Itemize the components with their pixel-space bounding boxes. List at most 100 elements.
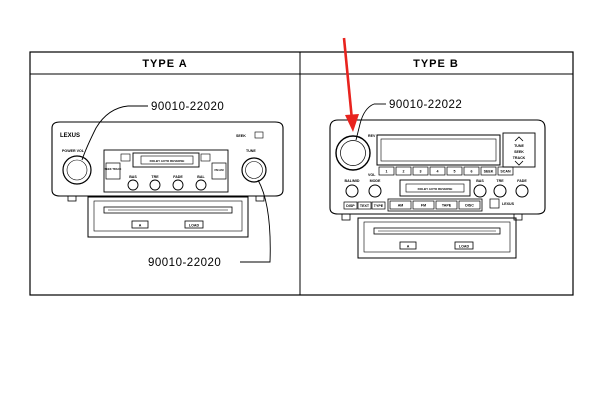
unit-a-bass-knob	[127, 179, 139, 191]
outer-frame	[29, 51, 574, 296]
unit-b-bass-knob	[473, 184, 487, 198]
unit-b-balance-knob	[345, 184, 359, 198]
unit-a-tape-window	[140, 155, 194, 165]
unit-b-tune-label-1: SEEK	[514, 150, 524, 154]
unit-b-preset-7	[497, 166, 514, 176]
unit-b-down-arrow-icon	[514, 160, 524, 166]
unit-b-drawer-left-label: A	[407, 245, 410, 249]
unit-a-treble-knob	[149, 179, 161, 191]
unit-b-preset-label-6: SEEK	[484, 170, 494, 174]
unit-b-source-label-3: DISC	[465, 204, 474, 208]
unit-a-balance-knob	[195, 179, 207, 191]
unit-a-drawer-inner	[93, 200, 243, 232]
unit-b-display-inner	[380, 138, 497, 162]
unit-a-seek-track-label: SEEK TRACK	[105, 167, 122, 171]
unit-b-preset-6	[480, 166, 497, 176]
unit-a-drawer-left-label: A	[139, 224, 142, 228]
unit-b-right-knob-label-0: BAS	[476, 179, 484, 183]
unit-b-source-label-0: AM	[398, 204, 404, 208]
unit-a-fade-knob	[172, 179, 184, 191]
unit-b-drawer-inner	[363, 221, 511, 253]
unit-b-preset-label-5: 6	[471, 170, 473, 174]
unit-b-left-knob-label-0: BAL/MID	[345, 179, 360, 183]
unit-b-preset-3	[429, 166, 446, 176]
unit-b-small-button-label-2: TYPE	[374, 204, 384, 208]
unit-a-brand: LEXUS	[60, 133, 80, 139]
unit-b-treble-knob	[493, 184, 507, 198]
unit-b-preset-5	[463, 166, 480, 176]
unit-b-display-text: DOLBY AUTO REVERSE	[418, 187, 453, 191]
part-number-a-top: 90010-22020	[151, 101, 224, 113]
unit-a-tab-right	[255, 195, 265, 202]
unit-b-volume-knob-inner	[340, 140, 366, 166]
unit-a-model-mark: SEEK	[236, 134, 246, 138]
unit-b-source-button-2	[435, 200, 458, 210]
unit-b-fade-knob	[515, 184, 529, 198]
unit-a-fm-am-label: FM AM	[214, 168, 224, 172]
leader-b-top-curve	[355, 103, 375, 141]
unit-a-faceplate	[51, 121, 284, 197]
header-type-a: TYPE A	[142, 58, 187, 70]
unit-b-preset-label-0: 1	[386, 170, 388, 174]
unit-b-preset-label-1: 2	[403, 170, 405, 174]
unit-b-source-panel	[387, 198, 483, 212]
unit-a-tune-knob-inner	[245, 161, 263, 179]
unit-a-tape-display	[132, 152, 200, 168]
unit-a-tab-left	[67, 195, 77, 202]
unit-b-source-button-0	[389, 200, 412, 210]
unit-a-logo-box	[254, 131, 264, 139]
red-arrow-head-icon	[345, 114, 359, 132]
unit-b-display	[376, 134, 501, 166]
unit-b-up-arrow-icon	[514, 136, 524, 142]
unit-b-tune-label-2: TRACK	[513, 156, 526, 160]
unit-b-tab-left	[341, 213, 351, 221]
unit-b-eject-button	[399, 241, 417, 250]
unit-a-right-small-button	[200, 153, 211, 162]
unit-b-vol-label: VOL	[368, 173, 376, 177]
unit-b-preset-0	[378, 166, 395, 176]
unit-a-tune-label: TUNE	[246, 149, 256, 153]
unit-a-disc-slot	[103, 206, 233, 214]
unit-b-tune-label-0: TUNE	[514, 144, 524, 148]
unit-b-tape-display	[399, 179, 471, 197]
unit-a-display-text: DOLBY AUTO REVERSE	[150, 159, 185, 163]
unit-b-drawer	[357, 217, 517, 259]
unit-a-knob-label-0: BAS	[129, 175, 137, 179]
unit-a-knob-label-3: BAL	[197, 175, 205, 179]
unit-b-preset-label-2: 3	[420, 170, 422, 174]
unit-a-power-knob-inner	[66, 159, 88, 181]
unit-b-source-label-1: FM	[421, 204, 426, 208]
leader-a-bottom	[240, 179, 271, 263]
unit-b-small-button-0	[343, 201, 358, 210]
unit-b-tape-window	[405, 183, 465, 193]
unit-b-left-knob-label-1: MODE	[370, 179, 381, 183]
unit-b-load-button	[454, 241, 474, 250]
unit-b-source-button-3	[458, 200, 481, 210]
unit-a: LEXUS SEEK POWER VOL TUNE SEEK TRACK DOL…	[51, 121, 284, 238]
unit-a-center-panel	[103, 149, 229, 193]
unit-b-volume-knob	[335, 135, 371, 171]
part-number-b-top: 90010-22022	[389, 99, 462, 111]
unit-b-mode-knob	[368, 184, 382, 198]
unit-b-preset-label-4: 5	[454, 170, 456, 174]
unit-b-source-label-2: TAPE	[442, 204, 452, 208]
unit-b-logo-box	[489, 198, 500, 209]
unit-a-power-label: POWER VOL	[62, 149, 85, 153]
unit-b-right-knob-label-2: FADE	[517, 179, 527, 183]
unit-a-drawer-right-label: LOAD	[189, 224, 200, 228]
unit-b-right-knob-label-1: TRE	[496, 179, 504, 183]
unit-b-preset-label-3: 4	[437, 170, 439, 174]
unit-b-brand-small: LEXUS	[502, 202, 515, 206]
unit-b-faceplate	[329, 119, 546, 215]
unit-a-eject-button	[131, 220, 149, 229]
unit-a-knob-label-2: FADE	[173, 175, 183, 179]
unit-a-drawer	[87, 196, 249, 238]
unit-b-small-button-label-0: DISP	[346, 204, 355, 208]
unit-b: REV VOL TUNE SEEK TRACK 1 2 3 4 5 6 SEEK…	[329, 119, 546, 259]
header-type-b: TYPE B	[413, 58, 459, 70]
unit-b-drawer-right-label: LOAD	[459, 245, 470, 249]
unit-b-rev-label: REV	[368, 134, 376, 138]
unit-b-preset-2	[412, 166, 429, 176]
unit-b-preset-label-7: SCAN	[500, 170, 511, 174]
